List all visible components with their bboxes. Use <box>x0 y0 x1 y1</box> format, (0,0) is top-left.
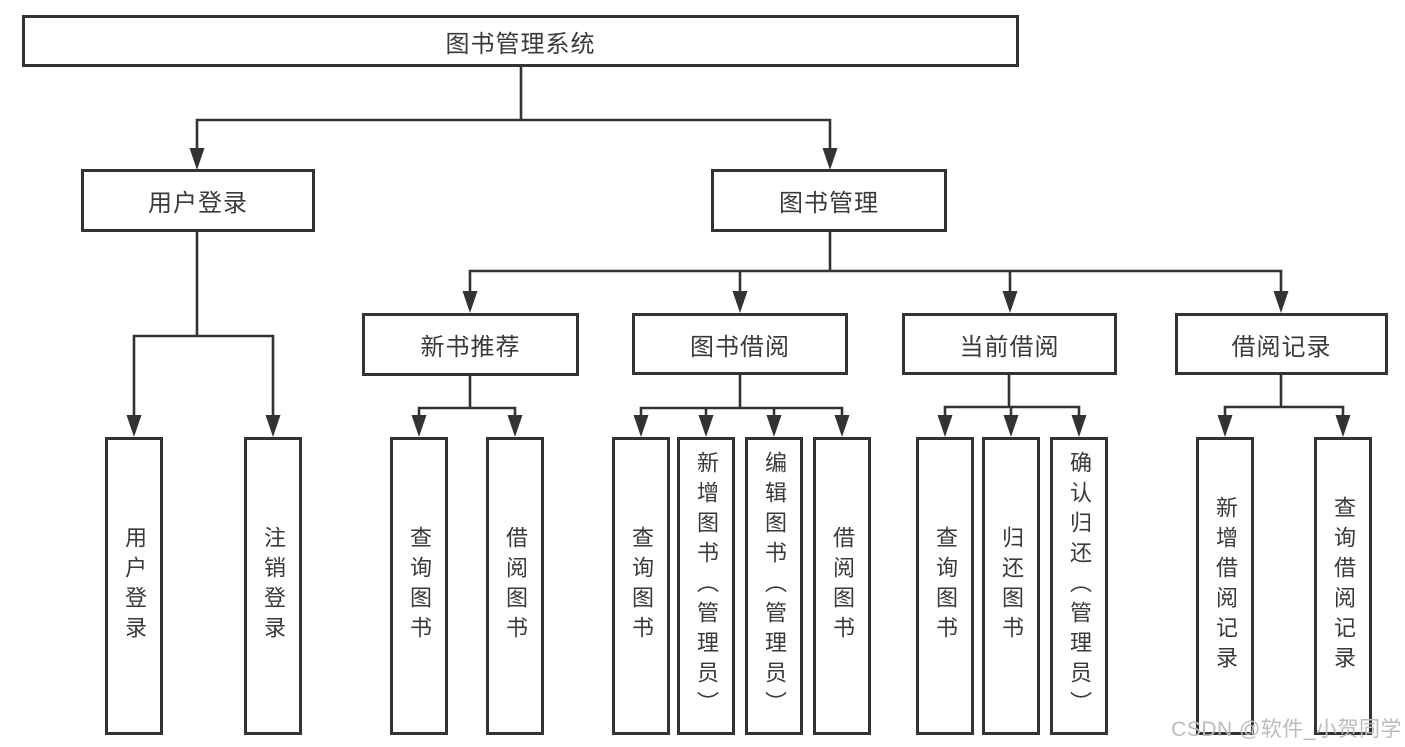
node-leaf-query-book-borrow: 查询图书 <box>612 437 670 735</box>
node-label: 图书借阅 <box>690 333 790 361</box>
node-label: 借阅图书 <box>830 526 855 646</box>
node-leaf-user-login: 用户登录 <box>105 437 163 735</box>
node-leaf-borrow-book: 借阅图书 <box>813 437 871 735</box>
node-label: 查询借阅记录 <box>1331 496 1356 676</box>
node-leaf-return-book: 归还图书 <box>982 437 1040 735</box>
node-label: 新增借阅记录 <box>1213 496 1238 676</box>
node-borrow-records: 借阅记录 <box>1175 313 1388 375</box>
node-leaf-add-borrow-record: 新增借阅记录 <box>1196 437 1254 735</box>
node-label: 借阅记录 <box>1231 333 1332 361</box>
node-current-borrow: 当前借阅 <box>902 313 1117 375</box>
node-label: 编辑图书（管理员） <box>762 451 787 721</box>
node-label: 新书推荐 <box>420 334 521 361</box>
node-label: 查询图书 <box>407 526 432 646</box>
node-root-label: 图书管理系统 <box>445 30 596 58</box>
node-label: 借阅图书 <box>503 526 528 646</box>
node-label: 确认归还（管理员） <box>1067 451 1092 721</box>
node-label: 新增图书（管理员） <box>694 451 719 721</box>
csdn-watermark: CSDN @软件_小贺同学 <box>1171 718 1402 741</box>
node-leaf-edit-book-admin: 编辑图书（管理员） <box>745 437 803 735</box>
node-label: 用户登录 <box>148 190 248 217</box>
node-leaf-add-book-admin: 新增图书（管理员） <box>677 437 735 735</box>
node-book-borrow: 图书借阅 <box>632 313 848 375</box>
node-label: 用户登录 <box>122 526 147 646</box>
node-user-login-group: 用户登录 <box>81 169 315 232</box>
node-leaf-confirm-return-admin: 确认归还（管理员） <box>1050 437 1108 735</box>
node-book-management: 图书管理 <box>711 169 947 232</box>
node-label: 当前借阅 <box>959 333 1060 361</box>
node-leaf-query-book-current: 查询图书 <box>916 437 974 735</box>
node-leaf-query-book-recommend: 查询图书 <box>390 437 448 735</box>
node-label: 查询图书 <box>629 526 654 646</box>
node-new-book-recommend: 新书推荐 <box>362 313 579 376</box>
node-leaf-logout: 注销登录 <box>244 437 302 735</box>
node-root: 图书管理系统 <box>22 15 1019 67</box>
node-leaf-query-borrow-record: 查询借阅记录 <box>1314 437 1372 735</box>
node-label: 查询图书 <box>933 526 958 646</box>
node-label: 注销登录 <box>261 526 286 646</box>
node-label: 图书管理 <box>779 190 879 217</box>
node-leaf-borrow-book-recommend: 借阅图书 <box>486 437 544 735</box>
node-label: 归还图书 <box>999 526 1024 646</box>
